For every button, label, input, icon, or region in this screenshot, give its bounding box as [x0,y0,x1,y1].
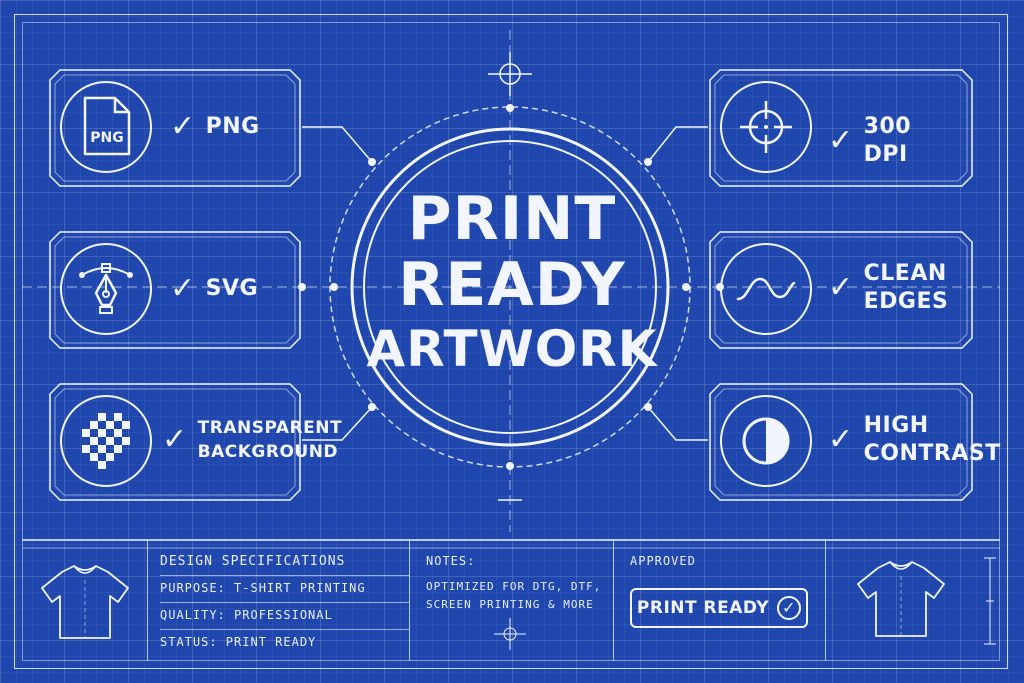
feature-label-contrast: CONTRAST [863,441,1001,466]
inner-frame [22,22,1000,661]
notes-cell: NOTES: OPTIMIZED FOR DTG, DTF, SCREEN PR… [410,540,614,661]
outer-ring [350,127,670,447]
check-icon: ✓ [170,271,196,306]
inner-ring [363,140,657,434]
svg-text:PNG: PNG [90,130,123,146]
wave-icon [720,243,812,335]
spec-panel: DESIGN SPECIFICATIONS PURPOSE: T-SHIRT P… [22,540,1000,661]
print-ready-stamp: PRINT READY ✓ [630,588,808,628]
approved-cell: APPROVED PRINT READY ✓ [614,540,826,661]
feature-label-clean: CLEAN [863,261,947,286]
stamp-check-icon: ✓ [777,596,802,620]
feature-card-clean-edges: ✓ CLEAN EDGES [708,230,973,349]
specs-purpose: PURPOSE: T-SHIRT PRINTING [160,575,409,603]
feature-card-contrast: ✓ HIGH CONTRAST [708,382,1000,501]
specs-status: STATUS: PRINT READY [160,635,317,649]
feature-label-dpi: 300 DPI [863,114,912,167]
checkerboard-icon [60,395,152,487]
crosshair-icon [720,81,812,173]
check-icon: ✓ [162,422,188,457]
specs-quality: QUALITY: PROFESSIONAL [160,602,409,630]
feature-label-svg: SVG [205,276,259,301]
pen-tool-icon [60,243,152,335]
tshirt-cell-left [22,540,148,661]
feature-label-background: BACKGROUND [197,442,339,462]
feature-label-edges: EDGES [863,289,949,314]
feature-label-png: PNG [205,114,260,139]
tshirt-icon [41,565,129,639]
check-icon: ✓ [170,109,196,144]
feature-card-png: PNG ✓ PNG [48,68,301,187]
notes-line-2: SCREEN PRINTING & MORE [426,598,594,611]
feature-card-svg: ✓ SVG [48,230,301,349]
feature-card-dpi: ✓ 300 DPI [708,68,973,187]
check-icon: ✓ [828,422,854,457]
notes-heading: NOTES: [426,554,476,568]
title-ready: READY [398,250,626,320]
feature-label-high: HIGH [863,413,929,438]
check-icon: ✓ [828,123,854,158]
design-specs-cell: DESIGN SPECIFICATIONS PURPOSE: T-SHIRT P… [148,540,410,661]
tshirt-dimension-icon [857,557,996,645]
tshirt-cell-right [826,540,1000,661]
title-print: PRINT [407,184,617,254]
center-title: PRINT READY ARTWORK [332,186,692,380]
check-icon: ✓ [828,270,854,305]
stamp-label: PRINT READY [636,598,770,618]
png-file-icon: PNG [60,81,152,173]
title-artwork: ARTWORK [366,320,658,378]
contrast-icon [720,395,812,487]
feature-card-transparent: ✓ TRANSPARENT BACKGROUND [48,382,342,501]
approved-heading: APPROVED [630,554,696,568]
notes-line-1: OPTIMIZED FOR DTG, DTF, [426,580,602,593]
outer-frame [14,14,1008,669]
feature-label-transparent: TRANSPARENT [197,418,343,438]
specs-heading: DESIGN SPECIFICATIONS [160,548,409,576]
